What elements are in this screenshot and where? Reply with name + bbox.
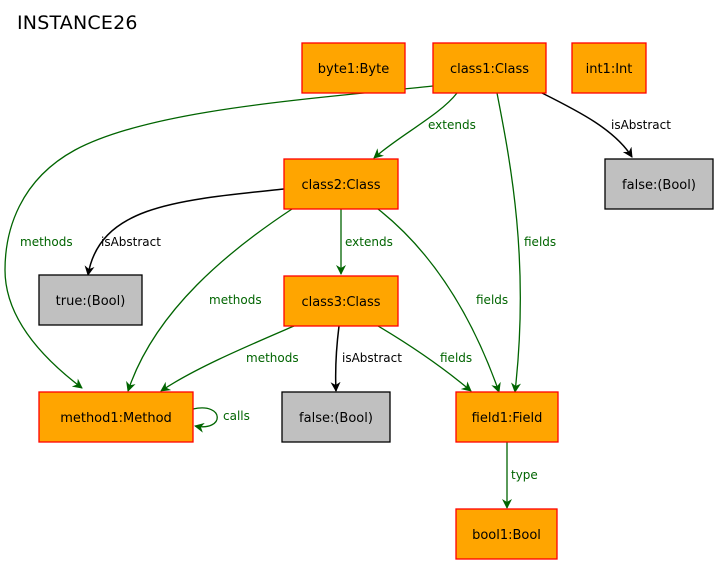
edge-class2-fields-field1 (377, 208, 501, 393)
node-label: class1:Class (450, 62, 529, 77)
node-class2[interactable]: class2:Class (283, 158, 399, 210)
node-int1[interactable]: int1:Int (571, 42, 647, 94)
node-label: class2:Class (301, 178, 380, 193)
node-label: field1:Field (472, 411, 543, 426)
node-label: method1:Method (60, 411, 172, 426)
node-false1[interactable]: false:(Bool) (604, 158, 714, 210)
diagram-title: INSTANCE26 (17, 12, 138, 34)
node-label: false:(Bool) (622, 178, 696, 193)
node-label: byte1:Byte (318, 62, 389, 77)
node-byte1[interactable]: byte1:Byte (301, 42, 406, 94)
node-label: bool1:Bool (472, 528, 541, 543)
edge-label-class3-isabstract: isAbstract (342, 351, 402, 365)
edge-class1-isabstract-false (541, 92, 633, 158)
node-label: true:(Bool) (56, 294, 126, 309)
edge-label-class2-isabstract: isAbstract (101, 235, 161, 249)
edge-label-class1-extends: extends (428, 118, 476, 132)
node-label: int1:Int (586, 62, 633, 77)
node-label: false:(Bool) (299, 411, 373, 426)
edge-label-class1-isabstract: isAbstract (611, 118, 671, 132)
edge-label-class2-fields: fields (476, 293, 508, 307)
edge-label-class1-fields: fields (524, 235, 556, 249)
edge-class1-extends-class2 (373, 92, 458, 159)
edge-label-method1-calls: calls (223, 409, 250, 423)
edge-label-class2-methods: methods (209, 293, 262, 307)
edge-class3-isabstract-false (330, 325, 341, 392)
node-method1[interactable]: method1:Method (38, 391, 194, 443)
edge-class2-methods-method1 (126, 208, 293, 392)
node-field1[interactable]: field1:Field (455, 391, 559, 443)
node-class3[interactable]: class3:Class (283, 275, 399, 327)
edge-class1-fields-field1 (496, 92, 521, 393)
node-false2[interactable]: false:(Bool) (281, 391, 391, 443)
edge-label-class2-extends: extends (345, 235, 393, 249)
edge-label-class3-fields: fields (440, 351, 472, 365)
edge-method1-calls-self (192, 407, 218, 433)
edge-class3-methods-method1 (160, 325, 295, 392)
node-class1[interactable]: class1:Class (432, 42, 547, 94)
edge-class1-methods-method1 (4, 85, 434, 389)
node-bool1[interactable]: bool1:Bool (455, 508, 558, 560)
edge-class2-isabstract-true (84, 188, 285, 276)
edge-class3-fields-field1 (377, 325, 472, 392)
edge-label-class3-methods: methods (246, 351, 299, 365)
node-true1[interactable]: true:(Bool) (38, 274, 143, 326)
edge-label-class1-methods: methods (20, 235, 73, 249)
node-label: class3:Class (301, 295, 380, 310)
edge-label-field1-type: type (511, 468, 538, 482)
